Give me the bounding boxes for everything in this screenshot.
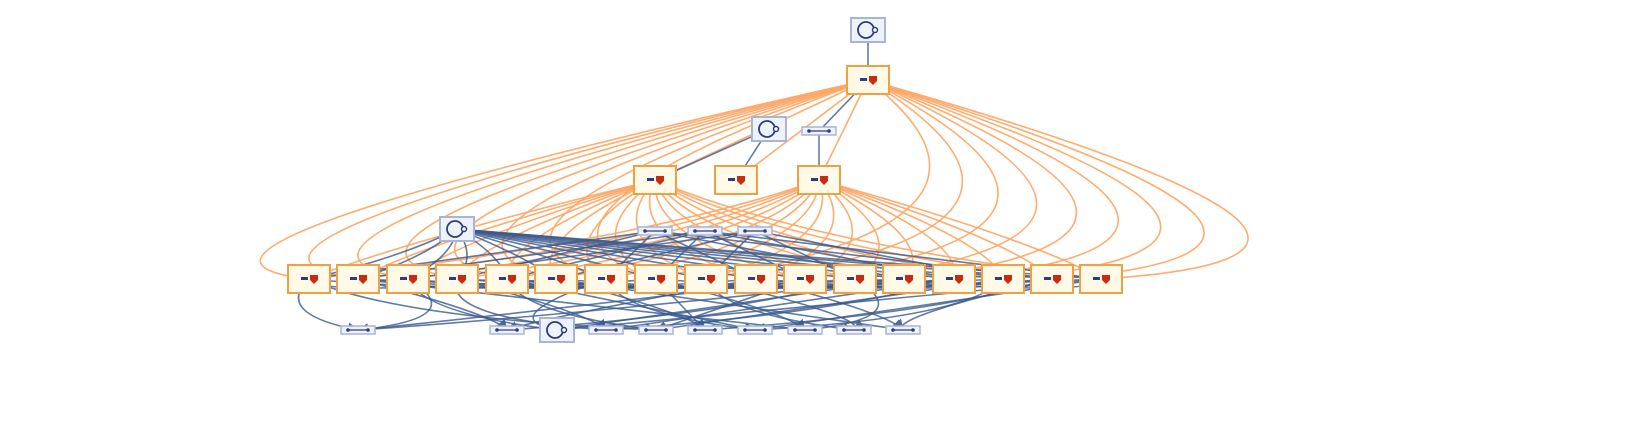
- operator-node[interactable]: [584, 264, 628, 294]
- operator-node[interactable]: [336, 264, 380, 294]
- operator-icon: [995, 277, 1002, 280]
- operator-node[interactable]: [287, 264, 331, 294]
- dependency-edge-blue: [455, 230, 656, 283]
- operator-node[interactable]: [783, 264, 827, 294]
- operator-node[interactable]: [534, 264, 578, 294]
- operator-node[interactable]: [882, 264, 926, 294]
- loop-node[interactable]: [850, 17, 886, 43]
- operator-node[interactable]: [846, 65, 890, 95]
- operator-node[interactable]: [932, 264, 976, 294]
- shield-icon: [607, 275, 615, 284]
- dependency-edge-blue: [554, 230, 756, 283]
- wire-node[interactable]: [638, 325, 674, 335]
- operator-icon: [748, 277, 755, 280]
- shield-icon: [657, 275, 665, 284]
- shield-icon: [820, 176, 828, 185]
- dependency-edge-orange: [704, 79, 931, 283]
- wire-node[interactable]: [588, 325, 624, 335]
- shield-icon: [409, 275, 417, 284]
- operator-icon: [847, 277, 854, 280]
- operator-icon: [946, 277, 953, 280]
- operator-icon: [548, 277, 555, 280]
- operator-node[interactable]: [684, 264, 728, 294]
- wire-node[interactable]: [801, 126, 837, 136]
- shield-icon: [656, 176, 664, 185]
- shield-icon: [1102, 275, 1110, 284]
- dependency-edge-orange: [654, 179, 1054, 284]
- wire-node[interactable]: [687, 226, 723, 236]
- shield-icon: [955, 275, 963, 284]
- dependency-edge-orange: [867, 79, 1205, 284]
- wire-node[interactable]: [687, 325, 723, 335]
- dependency-edge-orange: [867, 79, 1249, 284]
- operator-icon: [860, 78, 867, 81]
- operator-icon: [648, 277, 655, 280]
- shield-icon: [458, 275, 466, 284]
- operator-node[interactable]: [435, 264, 479, 294]
- dependency-edge-orange: [259, 79, 869, 284]
- wire-node[interactable]: [340, 325, 376, 335]
- dependency-edge-orange: [853, 79, 1038, 284]
- operator-node[interactable]: [833, 264, 877, 294]
- operator-node[interactable]: [981, 264, 1025, 294]
- wire-node[interactable]: [885, 325, 921, 335]
- shield-icon: [1004, 275, 1012, 284]
- operator-icon: [728, 178, 735, 181]
- wire-node[interactable]: [787, 325, 823, 335]
- operator-node[interactable]: [634, 264, 678, 294]
- wire-node[interactable]: [637, 226, 673, 236]
- wire-node[interactable]: [836, 325, 872, 335]
- nodes-layer: [287, 17, 1123, 343]
- operator-icon: [1044, 277, 1051, 280]
- operator-icon: [449, 277, 456, 280]
- operator-node[interactable]: [714, 165, 758, 195]
- wire-node[interactable]: [737, 226, 773, 236]
- shield-icon: [856, 275, 864, 284]
- wire-node[interactable]: [737, 325, 773, 335]
- shield-icon: [310, 275, 318, 284]
- operator-node[interactable]: [633, 165, 677, 195]
- operator-node[interactable]: [1079, 264, 1123, 294]
- shield-icon: [905, 275, 913, 284]
- dependency-edge-blue: [456, 228, 708, 283]
- operator-node[interactable]: [1030, 264, 1074, 294]
- operator-node[interactable]: [734, 264, 778, 294]
- operator-icon: [811, 178, 818, 181]
- operator-icon: [499, 277, 506, 280]
- operator-icon: [400, 277, 407, 280]
- shield-icon: [707, 275, 715, 284]
- loop-node[interactable]: [539, 317, 575, 343]
- operator-icon: [598, 277, 605, 280]
- shield-icon: [806, 275, 814, 284]
- operator-node[interactable]: [797, 165, 841, 195]
- operator-icon: [301, 277, 308, 280]
- operator-node[interactable]: [386, 264, 430, 294]
- wire-node[interactable]: [489, 325, 525, 335]
- shield-icon: [737, 176, 745, 185]
- operator-node[interactable]: [485, 264, 529, 294]
- shield-icon: [757, 275, 765, 284]
- operator-icon: [896, 277, 903, 280]
- operator-icon: [647, 178, 654, 181]
- operator-icon: [698, 277, 705, 280]
- dependency-edge-blue: [505, 230, 706, 283]
- operator-icon: [797, 277, 804, 280]
- operator-icon: [1093, 277, 1100, 280]
- loop-node[interactable]: [439, 216, 475, 242]
- dependency-edge-blue: [456, 228, 1005, 284]
- operator-icon: [350, 277, 357, 280]
- dependency-edge-blue: [555, 278, 1102, 335]
- shield-icon: [359, 275, 367, 284]
- shield-icon: [557, 275, 565, 284]
- shield-icon: [869, 76, 877, 85]
- loop-node[interactable]: [751, 116, 787, 142]
- shield-icon: [508, 275, 516, 284]
- shield-icon: [1053, 275, 1061, 284]
